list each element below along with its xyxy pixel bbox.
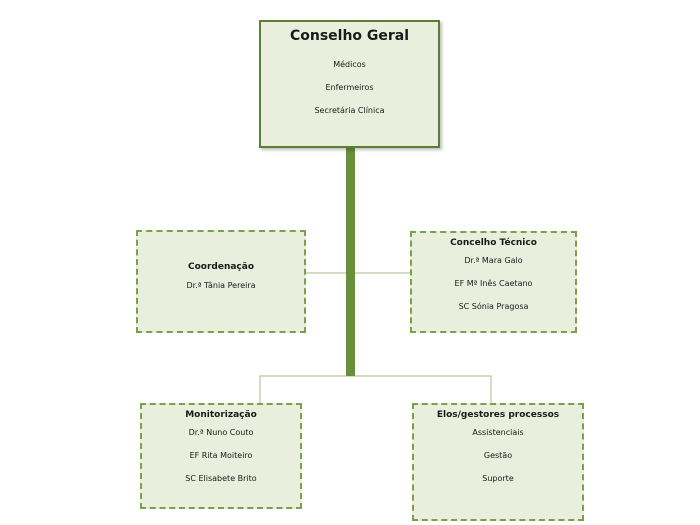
conselho-geral-title: Conselho Geral — [289, 28, 410, 44]
monitorizacao-item: SC Elisabete Brito — [185, 474, 257, 483]
conselho-geral-item: Secretária Clínica — [314, 106, 385, 115]
conselho-geral-box: Conselho Geral Médicos Enfermeiros Secre… — [259, 20, 440, 148]
concelho-tecnico-title: Concelho Técnico — [450, 238, 537, 248]
coordenacao-item: Dr.ª Tânia Pereira — [186, 281, 256, 290]
elos-gestores-title: Elos/gestores processos — [436, 410, 560, 420]
elos-gestores-item: Gestão — [483, 451, 513, 460]
elos-gestores-box: Elos/gestores processos Assistenciais Ge… — [412, 403, 584, 521]
elos-gestores-item: Suporte — [482, 474, 514, 483]
connector-bottom-bracket — [259, 375, 492, 403]
concelho-tecnico-item: Dr.ª Mara Galo — [464, 256, 523, 265]
monitorizacao-item: Dr.ª Nuno Couto — [188, 428, 254, 437]
concelho-tecnico-box: Concelho Técnico Dr.ª Mara Galo EF Mª In… — [410, 231, 577, 333]
monitorizacao-box: Monitorização Dr.ª Nuno Couto EF Rita Mo… — [140, 403, 302, 509]
monitorizacao-item: EF Rita Moiteiro — [189, 451, 253, 460]
conselho-geral-item: Enfermeiros — [325, 83, 374, 92]
coordenacao-box: Coordenação Dr.ª Tânia Pereira — [136, 230, 306, 333]
coordenacao-title: Coordenação — [187, 262, 255, 272]
concelho-tecnico-item: EF Mª Inês Caetano — [454, 279, 533, 288]
monitorizacao-title: Monitorização — [185, 410, 257, 420]
conselho-geral-item: Médicos — [333, 60, 366, 69]
elos-gestores-item: Assistenciais — [472, 428, 524, 437]
trunk-connector — [346, 148, 355, 376]
concelho-tecnico-item: SC Sónia Pragosa — [458, 302, 529, 311]
